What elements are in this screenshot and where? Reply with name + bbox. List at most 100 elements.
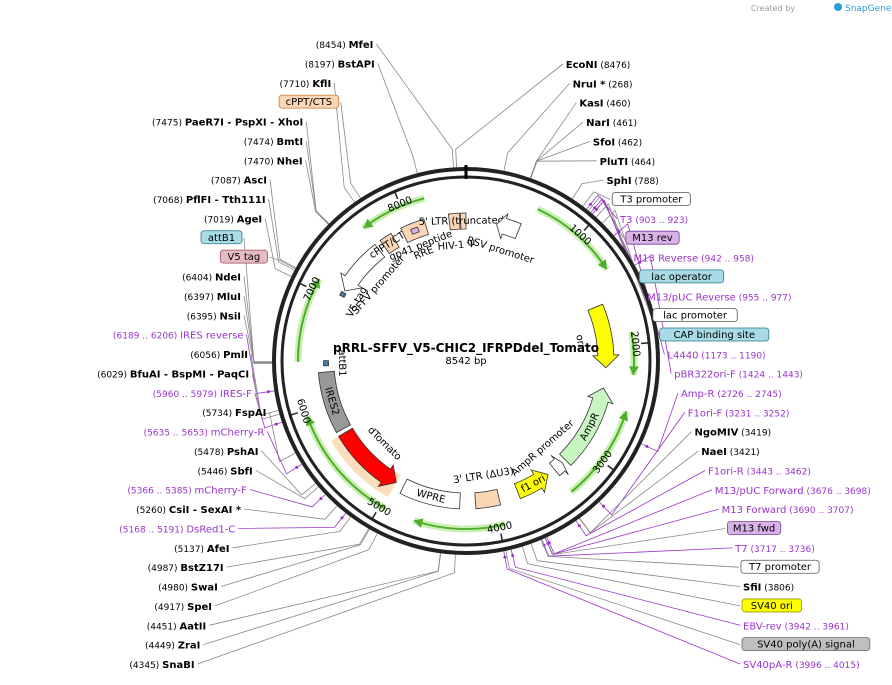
feature-attb1[interactable]: attB1 — [323, 349, 347, 377]
site-paer7i[interactable]: (7475) PaeR7I - PspXI - XhoI — [152, 118, 303, 129]
feature-wpre[interactable]: WPRE — [399, 478, 461, 510]
site-bfuai[interactable]: (6029) BfuAI - BspMI - PaqCI — [97, 369, 249, 380]
feature-tag-t3-promoter[interactable]: T3 promoter — [611, 192, 691, 206]
site-mlui[interactable]: (6397) MluI — [184, 292, 241, 303]
feature-tag-attb1[interactable]: attB1 — [200, 230, 243, 245]
feature-tag-cap-binding-site[interactable]: CAP binding site — [659, 327, 770, 342]
primer-f1ori-f[interactable]: F1ori-F (3231 .. 3252) — [688, 408, 790, 419]
leader-line — [232, 516, 351, 549]
site-aatii[interactable]: (4451) AatII — [147, 621, 207, 632]
site-ngomiv[interactable]: NgoMIV (3419) — [695, 428, 772, 439]
site-nsii[interactable]: (6395) NsiI — [187, 311, 241, 322]
plasmid-length: 8542 bp — [445, 356, 486, 367]
site-pflfi[interactable]: (7068) PflFI - Tth111I — [153, 195, 266, 206]
site-afei[interactable]: (5137) AfeI — [174, 544, 229, 555]
feature-ori[interactable]: ori — [573, 303, 620, 369]
feature-tag-label: M13 fwd — [733, 524, 775, 535]
site-nari[interactable]: NarI (461) — [586, 118, 637, 129]
site-sphi[interactable]: SphI (788) — [606, 176, 658, 187]
site-naei[interactable]: NaeI (3421) — [701, 447, 759, 458]
site-mfei[interactable]: (8454) MfeI — [316, 40, 374, 51]
site-bmti[interactable]: (7474) BmtI — [244, 137, 303, 148]
primer-m13-reverse[interactable]: M13 Reverse (942 .. 958) — [634, 254, 754, 265]
label-position: (4987) — [148, 564, 181, 574]
orf-line — [306, 416, 386, 510]
label-text: SfoI (462) — [593, 137, 642, 148]
label-text: (6189 .. 6206) IRES reverse — [113, 331, 243, 342]
primer-t3[interactable]: T3 (903 .. 923) — [619, 215, 688, 226]
orf-arrow — [412, 517, 507, 533]
feature-tag-sv40-ori[interactable]: SV40 ori — [741, 598, 802, 613]
site-csii[interactable]: (5260) CsiI - SexAI * — [136, 505, 242, 516]
feature-tag-t7-promoter[interactable]: T7 promoter — [740, 559, 820, 574]
site-spei[interactable]: (4917) SpeI — [154, 602, 212, 613]
primer-l4440[interactable]: L4440 (1173 .. 1190) — [667, 350, 765, 361]
feature-five-ltr[interactable]: 5' LTR (truncated) — [419, 212, 509, 230]
feature-shape — [410, 226, 420, 235]
primer-sv40pa-r[interactable]: SV40pA-R (3996 .. 4015) — [743, 660, 860, 671]
feature-tag-v5-tag[interactable]: V5 tag — [219, 249, 268, 264]
primer-dsred1-c[interactable]: (5168 .. 5191) DsRed1-C — [119, 524, 235, 535]
site-kasi[interactable]: KasI (460) — [579, 99, 630, 110]
label-position: (5260) — [136, 506, 169, 516]
primer-amp-r[interactable]: Amp-R (2726 .. 2745) — [681, 389, 782, 400]
site-bstz17i[interactable]: (4987) BstZ17I — [148, 563, 224, 574]
primer-mcherry-r[interactable]: (5635 .. 5653) mCherry-R — [144, 428, 265, 439]
label-name: - PaqCI — [206, 369, 249, 380]
site-pmli[interactable]: (6056) PmlI — [190, 350, 248, 361]
primer-m13-puc-reverse[interactable]: M13/pUC Reverse (955 .. 977) — [647, 292, 791, 303]
feature-ires2[interactable]: IRES2 — [318, 370, 352, 434]
label-name: FspAI — [235, 408, 266, 419]
feature-hiv-psi[interactable]: HIV-1 Ψ — [437, 212, 476, 253]
feature-tag-m13-fwd[interactable]: M13 fwd — [726, 521, 782, 535]
primer-m13-forward[interactable]: M13 Forward (3690 .. 3707) — [722, 505, 854, 516]
site-asci[interactable]: (7087) AscI — [211, 176, 267, 187]
site-econi[interactable]: EcoNI (8476) — [566, 60, 631, 71]
site-snabi[interactable]: (4345) SnaBI — [129, 660, 194, 671]
feature-tag-cppt-cts[interactable]: cPPT/CTS — [278, 94, 340, 109]
label-name: PmlI — [223, 350, 248, 361]
label-name: - SexAI * — [189, 505, 241, 516]
site-nhei[interactable]: (7470) NheI — [244, 156, 303, 167]
label-text: F1ori-F (3231 .. 3252) — [688, 408, 790, 419]
tick-mark — [607, 464, 615, 471]
tick-mark — [289, 412, 299, 416]
site-sfii[interactable]: SfiI (3806) — [743, 583, 794, 594]
site-kfli[interactable]: (7710) KflI — [280, 79, 332, 90]
leader-line — [268, 198, 295, 271]
primer-mcherry-f[interactable]: (5366 .. 5385) mCherry-F — [127, 486, 247, 497]
site-ndei[interactable]: (6404) NdeI — [182, 273, 241, 284]
site-bstapi[interactable]: (8197) BstAPI — [305, 59, 375, 70]
orf-head — [413, 518, 424, 529]
tick-label: 5000 — [365, 496, 393, 518]
site-sbfi[interactable]: (5446) SbfI — [197, 466, 252, 477]
primer-f1ori-r[interactable]: F1ori-R (3443 .. 3462) — [708, 466, 811, 477]
site-swai[interactable]: (4980) SwaI — [158, 583, 218, 594]
primer-t7[interactable]: T7 (3717 .. 3736) — [734, 544, 815, 555]
feature-tag-lac-promoter[interactable]: lac promoter — [652, 308, 738, 323]
primer-ebv-rev[interactable]: EBV-rev (3942 .. 3961) — [743, 621, 849, 632]
label-name: F1ori-R — [708, 466, 744, 477]
feature-three-ltr[interactable]: 3' LTR (ΔU3) — [453, 466, 515, 510]
leader-line — [503, 83, 570, 171]
site-fspai[interactable]: (5734) FspAI — [202, 408, 266, 419]
primer-m13-puc-forward[interactable]: M13/pUC Forward (3676 .. 3698) — [715, 486, 871, 497]
site-nrui[interactable]: NruI * (268) — [573, 79, 633, 90]
primer-pbr322ori-f[interactable]: pBR322ori-F (1424 .. 1443) — [674, 370, 803, 381]
label-position: (3443 .. 3462) — [744, 467, 811, 477]
site-zrai[interactable]: (4449) ZraI — [145, 641, 200, 652]
primer-mark — [577, 524, 581, 528]
site-sfoi[interactable]: SfoI (462) — [593, 137, 642, 148]
primer-ires-f[interactable]: (5960 .. 5979) IRES-F — [153, 389, 252, 400]
site-pshai[interactable]: (5478) PshAI — [194, 447, 258, 458]
label-position: (7474) — [244, 138, 277, 148]
leader-line — [261, 450, 316, 496]
primer-ires-reverse[interactable]: (6189 .. 6206) IRES reverse — [113, 331, 243, 342]
feature-tag-sv40-poly-a-signal[interactable]: SV40 poly(A) signal — [741, 637, 871, 652]
site-agei[interactable]: (7019) AgeI — [204, 214, 262, 225]
orf-arrow — [361, 194, 426, 231]
feature-tag-m13-rev[interactable]: M13 rev — [625, 230, 680, 245]
feature-tag-lac-operator[interactable]: lac operator — [638, 269, 725, 284]
site-pluti[interactable]: PluTI (464) — [600, 157, 655, 168]
feature-label: 3' LTR (ΔU3) — [453, 466, 515, 486]
